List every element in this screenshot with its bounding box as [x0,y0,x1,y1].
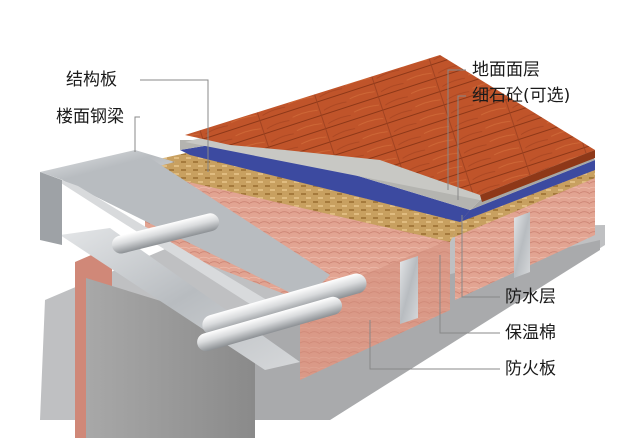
label-floor-surface: 地面面层 [472,60,540,80]
wood-floor-edge [480,150,595,202]
label-fine-aggregate-concrete: 细石砼(可选) [472,86,571,106]
leader-fine-concrete [457,95,466,200]
pipe-lower-1 [202,273,367,335]
structural-board-layer [145,150,460,242]
label-insulation-cotton: 保温棉 [505,323,556,343]
label-floor-steel-beam: 楼面钢梁 [56,107,124,127]
steel-beam-top-flange [40,150,175,186]
steel-beam-side [50,176,300,322]
label-structural-board: 结构板 [66,70,117,90]
leader-floor-steel-beam [134,116,140,152]
steel-beam-front [40,172,62,245]
leader-structural-board [140,79,209,172]
pipe-upper [111,213,220,254]
leader-lines [134,69,500,370]
leader-floor-surface [447,69,466,190]
leader-fireproof [369,320,500,370]
wood-floor-surface [185,55,595,195]
pipe-lower-2 [197,296,343,352]
label-fireproof-board: 防火板 [505,359,556,379]
waterproof-membrane [180,140,470,222]
waterproof-membrane-right [460,160,595,222]
label-waterproof-layer: 防水层 [505,287,556,307]
steel-clip-1 [400,256,418,324]
leader-waterproof [461,215,500,298]
structural-board-right [452,170,595,238]
steel-clip-2 [514,212,530,278]
leader-insulation [439,255,500,334]
concrete-layer [180,140,480,210]
